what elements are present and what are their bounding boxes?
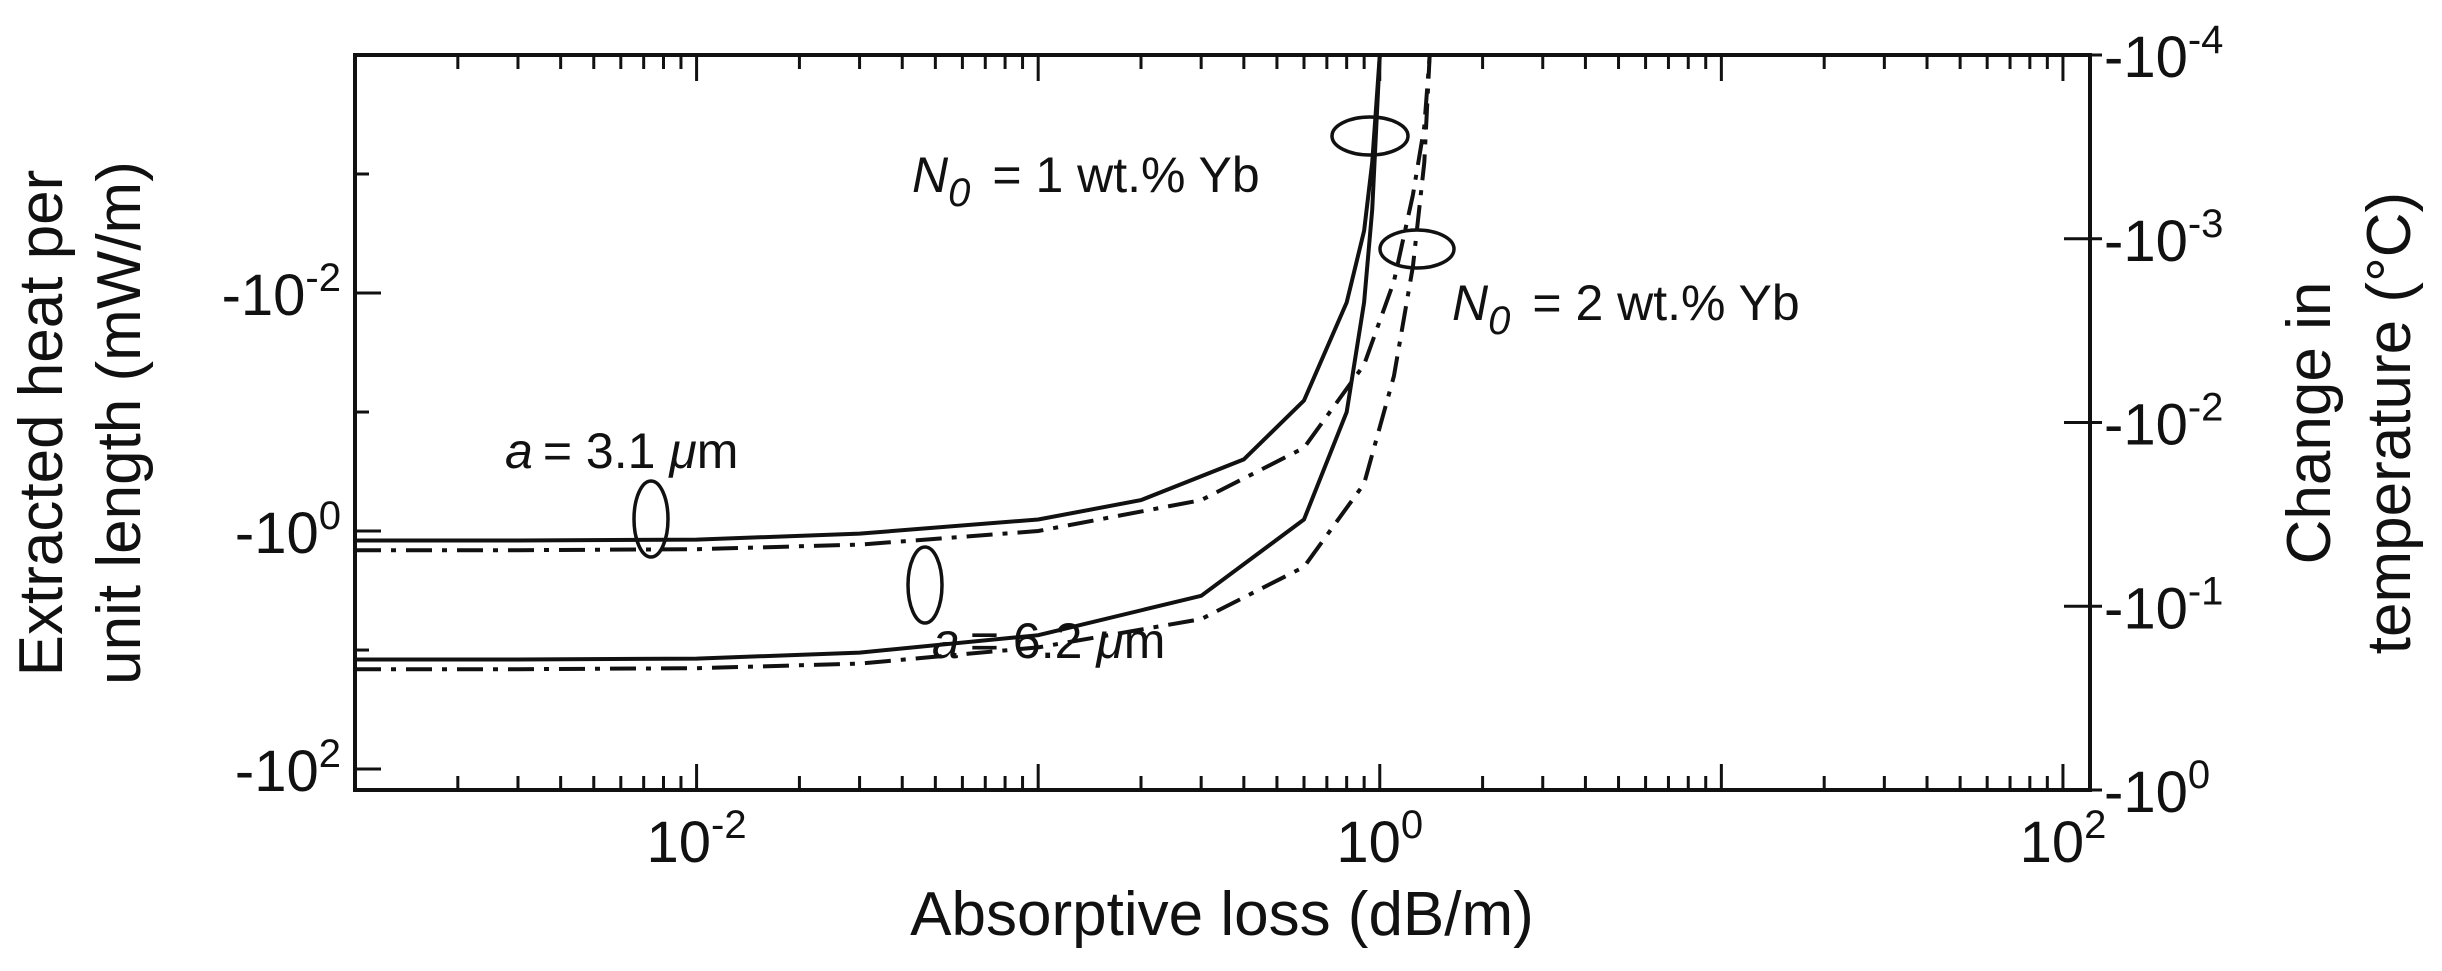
- plot-frame: [353, 53, 2092, 792]
- left-y-axis-title-line2: unit length (mW/m): [85, 161, 154, 685]
- right-y-tick-label: -10-4: [2104, 18, 2223, 90]
- tick-marks: [353, 53, 2102, 792]
- group-ellipse-2wt: [1378, 228, 1456, 270]
- right-y-axis-title-line1: Change in: [2275, 282, 2344, 565]
- left-y-tick-label: -10-2: [222, 256, 341, 328]
- right-y-tick-label: -10-3: [2104, 202, 2223, 274]
- series-line-2: [355, 54, 1382, 662]
- annotation-n0-1wt: N0= 1 wt.% Yb: [912, 147, 1260, 215]
- right-y-tick-label: -100: [2104, 753, 2210, 825]
- left-y-tick-label: -100: [235, 494, 341, 566]
- x-tick-label: 100: [1336, 803, 1423, 875]
- right-y-tick-label: -10-2: [2104, 386, 2223, 458]
- annotation-a-3-1: a= 3.1 μm: [505, 423, 738, 479]
- left-y-tick-label: -102: [235, 732, 341, 804]
- data-curves: [355, 54, 1432, 672]
- group-ellipse-1wt: [1330, 115, 1410, 157]
- x-tick-label: 10-2: [647, 803, 747, 875]
- series-line-3: [355, 54, 1432, 672]
- group-ellipse-a31: [632, 479, 670, 559]
- annotation-n0-2wt: N0= 2 wt.% Yb: [1452, 275, 1800, 343]
- annotation-a-6-2: a= 6.2 μm: [932, 613, 1165, 669]
- right-y-axis-title-line2: temperature (°C): [2355, 192, 2424, 654]
- left-y-axis-title-line1: Extracted heat per: [7, 170, 76, 677]
- x-axis-title: Absorptive loss (dB/m): [910, 880, 1534, 949]
- right-y-tick-label: -10-1: [2104, 569, 2223, 641]
- group-ellipse-a62: [906, 545, 944, 625]
- series-line-1: [355, 54, 1432, 553]
- x-tick-label: 102: [2020, 803, 2107, 875]
